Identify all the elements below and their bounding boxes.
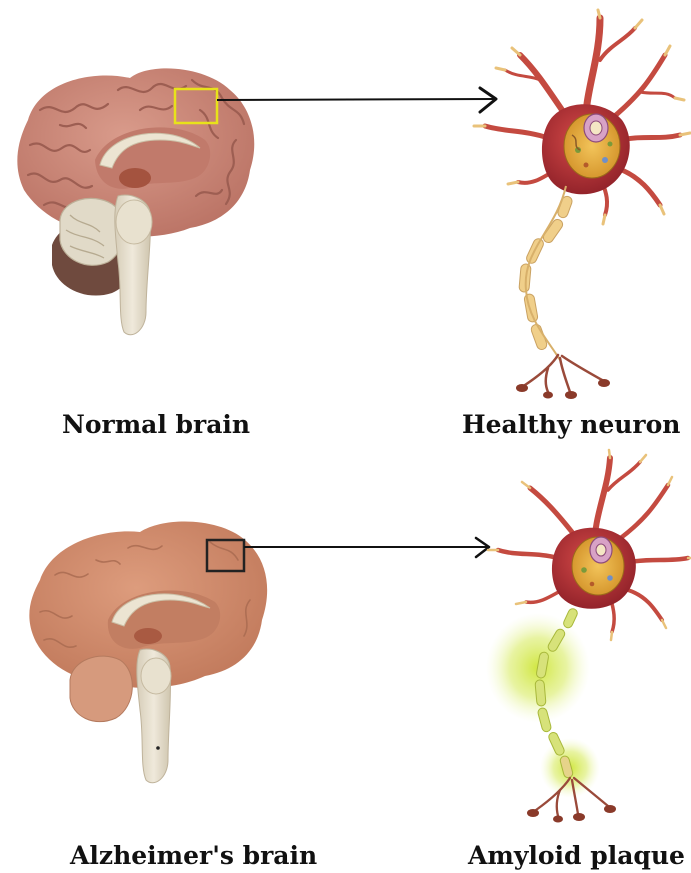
normal-thalamus	[119, 168, 151, 188]
alz-thalamus	[134, 628, 162, 644]
healthy-neuron-terminals	[525, 355, 602, 392]
healthy-neuron	[474, 10, 690, 399]
amyloid-neuron	[486, 450, 691, 823]
caption-healthy-neuron: Healthy neuron	[462, 412, 680, 437]
alz-cerebellum	[70, 656, 132, 722]
arrow-normal-to-neuron	[217, 88, 496, 112]
caption-amyloid-plaque: Amyloid plaque	[468, 843, 685, 868]
caption-alzheimers-brain: Alzheimer's brain	[70, 843, 317, 868]
alz-pons	[141, 658, 171, 694]
alz-brainstem-dot	[156, 746, 160, 750]
normal-brain	[17, 68, 254, 334]
alzheimers-brain	[29, 522, 267, 783]
normal-pons	[116, 200, 152, 244]
caption-normal-brain: Normal brain	[62, 412, 250, 437]
arrow-alz-to-neuron	[244, 538, 489, 557]
